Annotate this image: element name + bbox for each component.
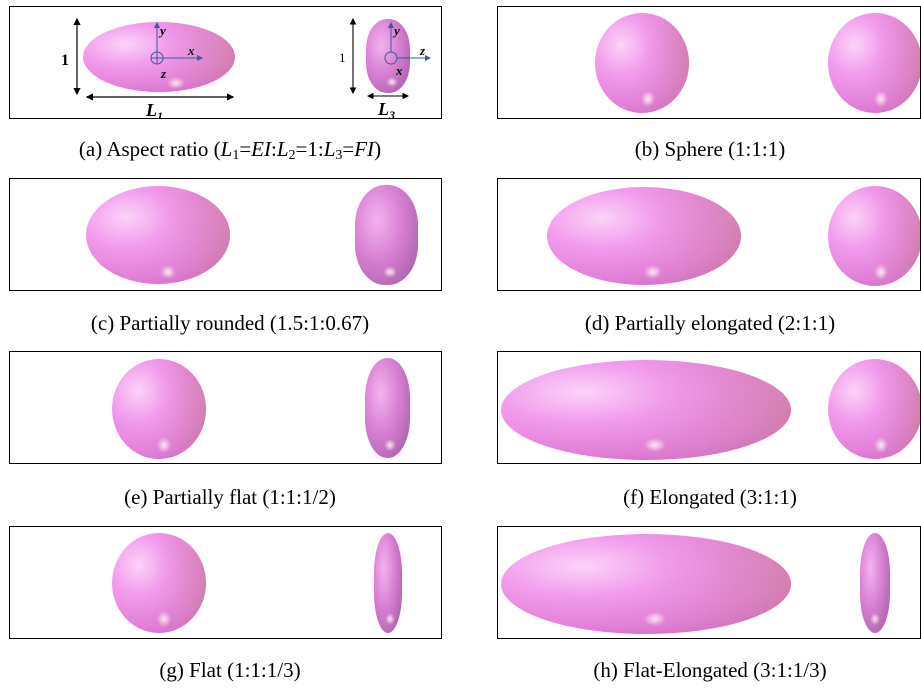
side-axis-x-label: x: [395, 63, 403, 78]
axis-z-label: z: [160, 66, 167, 81]
ellipsoid-g-front-shade: [112, 533, 206, 633]
ellipsoid-g-side: [374, 533, 402, 633]
side-height-label: 1: [339, 50, 346, 65]
ellipsoid-h-side: [860, 533, 890, 633]
caption-f: (f) Elongated (3:1:1): [623, 485, 797, 509]
ellipsoid-c-front-shade: [86, 186, 230, 284]
side-axis-z-label: z: [419, 43, 426, 58]
caption-a: (a) Aspect ratio (L1=EI:L2=1:L3=FI): [78, 137, 382, 163]
ellipsoid-side-highlight: [386, 77, 398, 87]
sphere-side-highlight: [874, 91, 888, 107]
panel-g: [9, 526, 442, 639]
ellipsoid-g-front-highlight: [157, 611, 171, 627]
ellipsoid-e-side: [365, 358, 410, 458]
ellipsoid-e-front-shade: [112, 359, 206, 459]
panel-a: 1 L1 y x z 1 L3 y z x: [9, 6, 442, 119]
caption-e: (e) Partially flat (1:1:1/2): [124, 485, 336, 509]
ellipsoid-front-highlight: [167, 77, 185, 89]
caption-h: (h) Flat-Elongated (3:1:1/3): [593, 658, 827, 682]
caption-g: (g) Flat (1:1:1/3): [159, 658, 301, 682]
ellipsoid-c-side: [355, 185, 418, 285]
ellipsoid-e-front-highlight: [157, 437, 171, 453]
side-length-label: L3: [377, 99, 395, 119]
ellipsoid-h-front-highlight: [644, 612, 666, 626]
panel-c: [9, 178, 442, 291]
side-axis-y-label: y: [392, 23, 400, 38]
ellipsoid-c-side-highlight: [383, 266, 397, 278]
ellipsoid-front-shade: [83, 22, 235, 92]
ellipsoid-e-side-highlight: [384, 439, 396, 451]
panel-h: [497, 526, 921, 639]
sphere-front-highlight: [641, 91, 655, 107]
panel-f: [497, 351, 921, 464]
panel-b: [497, 6, 921, 119]
sphere-side-shade: [828, 13, 920, 113]
ellipsoid-h-side-highlight: [870, 613, 880, 625]
ellipsoid-f-side-shade: [828, 359, 920, 459]
ellipsoid-f-front-shade: [501, 360, 791, 460]
ellipsoid-side: [366, 19, 410, 93]
ellipsoid-d-side-highlight: [874, 264, 888, 280]
sphere-front-shade: [595, 13, 689, 113]
ellipsoid-h-front-shade: [501, 534, 791, 634]
panel-e: [9, 351, 442, 464]
length-label: L1: [145, 100, 163, 119]
ellipsoid-d-front-highlight: [644, 265, 662, 279]
caption-b: (b) Sphere (1:1:1): [634, 137, 786, 161]
ellipsoid-f-side-highlight: [874, 437, 888, 453]
panel-a-diagram: 1 L1 y x z 1 L3 y z x: [61, 17, 431, 119]
axis-x-label: x: [187, 43, 195, 58]
height-label: 1: [61, 52, 69, 69]
ellipsoid-f-front-highlight: [644, 438, 666, 452]
caption-c: (c) Partially rounded (1.5:1:0.67): [90, 311, 370, 335]
caption-d: (d) Partially elongated (2:1:1): [584, 311, 836, 335]
axis-y-label: y: [158, 23, 166, 38]
ellipsoid-g-side-highlight: [385, 613, 395, 625]
ellipsoid-c-front-highlight: [160, 265, 176, 279]
ellipsoid-d-side-shade: [828, 186, 920, 286]
ellipsoid-d-front-shade: [547, 187, 741, 285]
panel-d: [497, 178, 921, 291]
